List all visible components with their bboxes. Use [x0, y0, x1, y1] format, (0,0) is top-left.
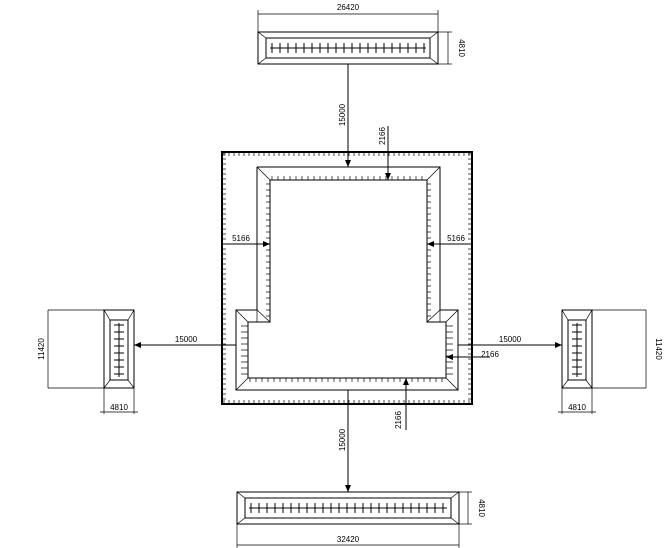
- left-gap-label: 15000: [175, 335, 198, 344]
- bottom-element: 32420 4810: [236, 491, 486, 548]
- bottom-gap-label: 15000: [338, 428, 347, 451]
- inner-wall: [235, 166, 459, 391]
- right-height-label: 11420: [654, 338, 663, 360]
- top-depth-label: 4810: [457, 39, 466, 57]
- gap-dimensions: 15000 15000 15000 15000: [134, 64, 562, 492]
- left-offset-label: 5166: [232, 234, 250, 243]
- right-element: 11420 4810: [558, 309, 663, 414]
- right-lower-offset-label: 2166: [481, 350, 499, 359]
- outer-perimeter: [221, 151, 473, 405]
- right-offset-label: 5166: [447, 234, 465, 243]
- left-height-label: 11420: [37, 338, 46, 360]
- bottom-offset-label: 2166: [394, 411, 403, 429]
- bottom-width-label: 32420: [337, 535, 360, 544]
- wall-offset-dimensions: 2166 2166 5166 5166 2166: [222, 126, 499, 430]
- bottom-depth-label: 4810: [477, 499, 486, 517]
- top-offset-label: 2166: [378, 127, 387, 145]
- top-gap-label: 15000: [338, 103, 347, 126]
- top-element: 26420 4810: [257, 3, 466, 65]
- left-depth-label: 4810: [110, 403, 128, 412]
- right-depth-label: 4810: [568, 403, 586, 412]
- left-element: 11420 4810: [37, 309, 138, 414]
- top-width-label: 26420: [337, 3, 360, 12]
- right-gap-label: 15000: [499, 335, 522, 344]
